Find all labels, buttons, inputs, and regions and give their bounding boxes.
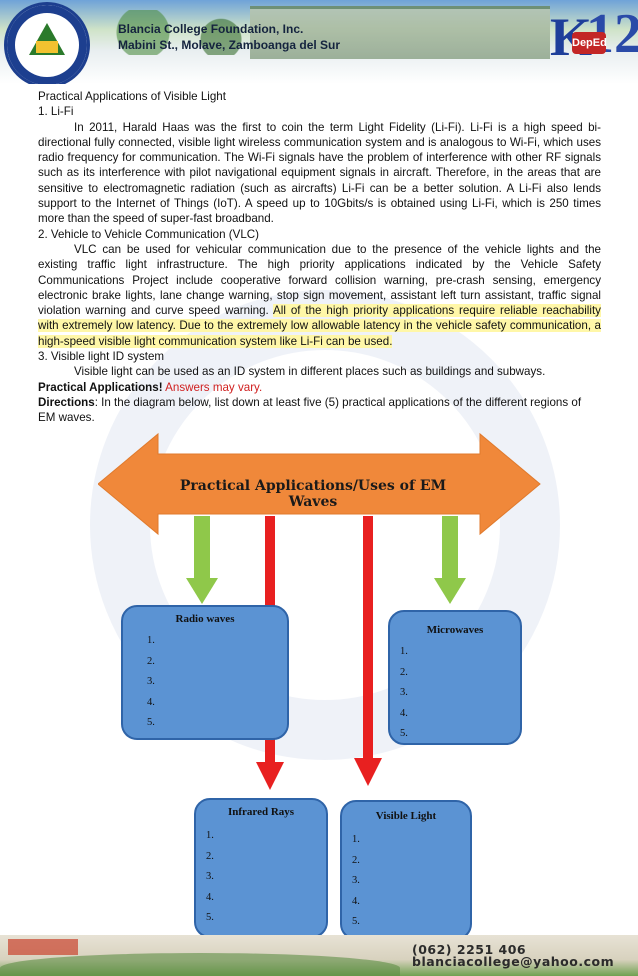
answer-line[interactable]: 4.	[352, 895, 360, 907]
section-heading-vlc: 2. Vehicle to Vehicle Communication (VLC…	[38, 227, 260, 241]
section-body-id-system: Visible light can be used as an ID syste…	[74, 365, 546, 379]
school-seal-icon	[4, 2, 90, 84]
answer-line[interactable]: 2.	[206, 850, 214, 862]
answer-list: 1. 2. 3. 4. 5.	[133, 631, 155, 734]
box-visible-light: Visible Light 1. 2. 3. 4. 5.	[340, 800, 472, 940]
box-title: Microwaves	[426, 624, 484, 636]
answer-line[interactable]: 4.	[147, 696, 155, 708]
footer-landscape	[0, 953, 400, 976]
answer-list: 1. 2. 3. 4. 5.	[352, 830, 360, 933]
directions-text: : In the diagram below, list down at lea…	[38, 395, 582, 425]
contact-email: blanciacollege@yahoo.com	[412, 954, 615, 969]
double-arrow-shape	[98, 432, 541, 536]
directions-line: Directions: In the diagram below, list d…	[38, 395, 601, 426]
answer-line[interactable]: 3.	[352, 875, 360, 886]
green-arrow-right	[434, 516, 466, 604]
answer-line[interactable]: 3.	[400, 687, 408, 698]
contact-info: (062) 2251 406 blanciacollege@yahoo.com	[412, 942, 615, 969]
article-title: Practical Applications of Visible Light	[38, 90, 226, 103]
answer-line[interactable]: 4.	[206, 891, 214, 903]
diagram-title: Practical Applications/Uses of EM Waves	[179, 478, 447, 510]
box-infrared-rays: Infrared Rays 1. 2. 3. 4. 5.	[194, 798, 328, 938]
practical-label: Practical Applications!	[38, 380, 163, 394]
answer-line[interactable]: 5.	[352, 916, 360, 927]
answer-line[interactable]: 1.	[147, 635, 155, 646]
header-building-photo	[250, 6, 550, 59]
practical-applications-line: Practical Applications! Answers may vary…	[38, 380, 601, 395]
school-address: Mabini St., Molave, Zamboanga del Sur	[118, 38, 341, 52]
vlc-text-part: VLC can be used for vehicular communicat…	[38, 242, 601, 318]
k12-deped-logo-icon: K 12 DepEd	[550, 3, 638, 67]
section-heading-id-system: 3. Visible light ID system	[38, 350, 165, 364]
answers-note: Answers may vary.	[162, 380, 263, 394]
answer-line[interactable]: 2.	[400, 666, 408, 678]
answer-line[interactable]: 1.	[206, 830, 214, 841]
answer-line[interactable]: 5.	[400, 728, 408, 739]
answer-line[interactable]: 3.	[206, 871, 214, 882]
box-title: Radio waves	[175, 613, 235, 625]
answer-line[interactable]: 5.	[147, 717, 155, 728]
directions-label: Directions	[38, 395, 95, 409]
page-footer	[0, 935, 638, 976]
section-body-vlc: VLC can be used for vehicular communicat…	[38, 242, 601, 349]
answer-line[interactable]: 5.	[206, 912, 214, 923]
answer-line[interactable]: 1.	[400, 646, 408, 657]
answer-list: 1. 2. 3. 4. 5.	[400, 642, 408, 745]
green-arrow-left	[186, 516, 218, 604]
answer-line[interactable]: 1.	[352, 834, 360, 845]
section-heading-lifi: 1. Li-Fi	[38, 105, 74, 119]
box-radio-waves: Radio waves 1. 2. 3. 4. 5.	[121, 605, 289, 740]
article-body: Practical Applications of Visible Light …	[38, 89, 601, 426]
box-microwaves: Microwaves 1. 2. 3. 4. 5.	[388, 610, 522, 745]
answer-line[interactable]: 2.	[147, 655, 155, 667]
seal-book-emblem	[36, 41, 58, 53]
footer-building-roof	[8, 939, 78, 955]
section-body-lifi: In 2011, Harald Haas was the first to co…	[38, 120, 601, 226]
box-title: Visible Light	[375, 810, 437, 822]
answer-line[interactable]: 2.	[352, 854, 360, 866]
answer-line[interactable]: 3.	[147, 676, 155, 687]
page-header: Blancia College Foundation, Inc. Mabini …	[0, 0, 638, 84]
box-title: Infrared Rays	[227, 806, 295, 818]
em-waves-diagram: Practical Applications/Uses of EM Waves …	[98, 432, 544, 942]
answer-list: 1. 2. 3. 4. 5.	[206, 826, 214, 929]
red-arrow-right	[354, 516, 382, 786]
answer-line[interactable]: 4.	[400, 707, 408, 719]
contact-phone: (062) 2251 406	[412, 942, 527, 957]
school-name: Blancia College Foundation, Inc.	[118, 22, 304, 36]
